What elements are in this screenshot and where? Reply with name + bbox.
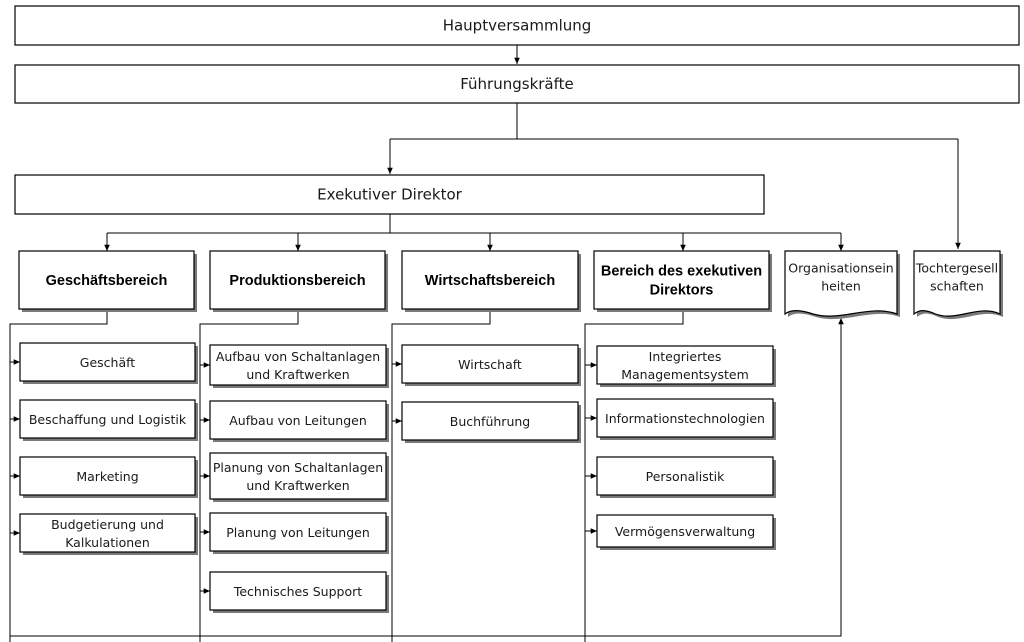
box-frame [401, 401, 579, 441]
unit-box-1-2-label: und Kraftwerken [246, 478, 349, 493]
division-box-1 [209, 250, 388, 312]
unit-box-0-2 [19, 456, 198, 498]
unit-box-0-3-label: Kalkulationen [65, 535, 150, 550]
document-frame [784, 250, 898, 317]
division-box-1-label: Produktionsbereich [229, 273, 365, 289]
unit-box-0-3 [19, 513, 198, 555]
tochtergesellschaften-box [913, 250, 1003, 320]
unit-box-3-2 [596, 456, 776, 498]
arrow-to-organisationseinheiten [10, 318, 844, 637]
unit-box-1-0-label: Aufbau von Schaltanlagen [216, 349, 380, 364]
organisationseinheiten-box-label: Organisationsein [788, 261, 893, 276]
exekutiver-direktor-box-label: Exekutiver Direktor [317, 186, 462, 204]
unit-box-1-0 [209, 344, 389, 388]
box-frame [401, 344, 579, 384]
box-frame [209, 400, 387, 440]
box-frame [209, 571, 387, 611]
unit-box-3-0-label: Integriertes [649, 349, 722, 364]
box-frame [593, 250, 770, 310]
box-frame [19, 513, 196, 553]
box-frame [14, 5, 1020, 46]
box-frame [596, 345, 774, 385]
unit-box-1-2 [209, 452, 389, 502]
unit-box-0-1-label: Beschaffung und Logistik [29, 412, 187, 427]
unit-box-3-0 [596, 345, 776, 387]
unit-box-1-0-label: und Kraftwerken [246, 367, 349, 382]
box-frame [596, 456, 774, 496]
unit-box-1-1-label: Aufbau von Leitungen [229, 413, 367, 428]
division-box-2 [401, 250, 581, 312]
division-spine-3 [584, 309, 684, 642]
box-frame [209, 512, 387, 552]
division-box-0 [18, 250, 197, 312]
box-frame [19, 399, 196, 439]
unit-box-3-3-label: Vermögensverwaltung [615, 524, 755, 539]
unit-box-0-0 [19, 342, 198, 384]
box-frame [19, 342, 196, 382]
box-frame [209, 344, 387, 386]
box-frame [209, 250, 386, 310]
unit-box-0-2-label: Marketing [76, 469, 138, 484]
box-frame [596, 514, 774, 548]
division-spine-0 [9, 309, 108, 642]
unit-box-1-2-label: Planung von Schaltanlagen [213, 460, 383, 475]
unit-box-3-3 [596, 514, 776, 550]
unit-box-1-3-label: Planung von Leitungen [226, 525, 370, 540]
box-frame [209, 452, 387, 500]
organisationseinheiten-box-label: heiten [821, 279, 861, 294]
unit-box-1-4-label: Technisches Support [233, 584, 362, 599]
division-box-3 [593, 250, 772, 312]
division-box-3-label: Direktors [650, 283, 714, 299]
unit-box-1-3 [209, 512, 389, 554]
division-box-2-label: Wirtschaftsbereich [425, 273, 555, 289]
division-spine-2 [391, 309, 491, 642]
unit-box-2-0-label: Wirtschaft [458, 357, 522, 372]
fuehrungskraefte-box-label: Führungskräfte [460, 75, 574, 93]
exekutiver-direktor-box [14, 174, 765, 215]
unit-box-0-0-label: Geschäft [80, 355, 136, 370]
division-box-0-label: Geschäftsbereich [46, 273, 168, 289]
box-frame [596, 398, 774, 438]
box-frame [401, 250, 579, 310]
box-frame [18, 250, 195, 310]
unit-box-3-2-label: Personalistik [646, 469, 725, 484]
unit-box-0-3-label: Budgetierung und [51, 517, 164, 532]
hauptversammlung-box [14, 5, 1020, 46]
box-frame [14, 64, 1020, 104]
hauptversammlung-box-label: Hauptversammlung [443, 17, 592, 35]
tochtergesellschaften-box-label: schaften [930, 279, 984, 294]
box-frame [19, 456, 196, 496]
unit-box-2-1 [401, 401, 581, 443]
unit-box-1-4 [209, 571, 389, 613]
unit-box-3-1 [596, 398, 776, 440]
unit-box-1-1 [209, 400, 389, 442]
tochtergesellschaften-box-label: Tochtergesell [915, 261, 998, 276]
unit-box-3-1-label: Informationstechnologien [605, 411, 765, 426]
unit-box-3-0-label: Managementsystem [621, 367, 749, 382]
unit-box-2-0 [401, 344, 581, 386]
unit-box-2-1-label: Buchführung [450, 414, 530, 429]
division-spine-1 [199, 309, 299, 642]
unit-box-0-1 [19, 399, 198, 441]
document-frame [913, 250, 1001, 317]
organisationseinheiten-box [784, 250, 900, 320]
division-box-3-label: Bereich des exekutiven [601, 264, 762, 280]
box-frame [14, 174, 765, 215]
fuehrungskraefte-box [14, 64, 1020, 104]
